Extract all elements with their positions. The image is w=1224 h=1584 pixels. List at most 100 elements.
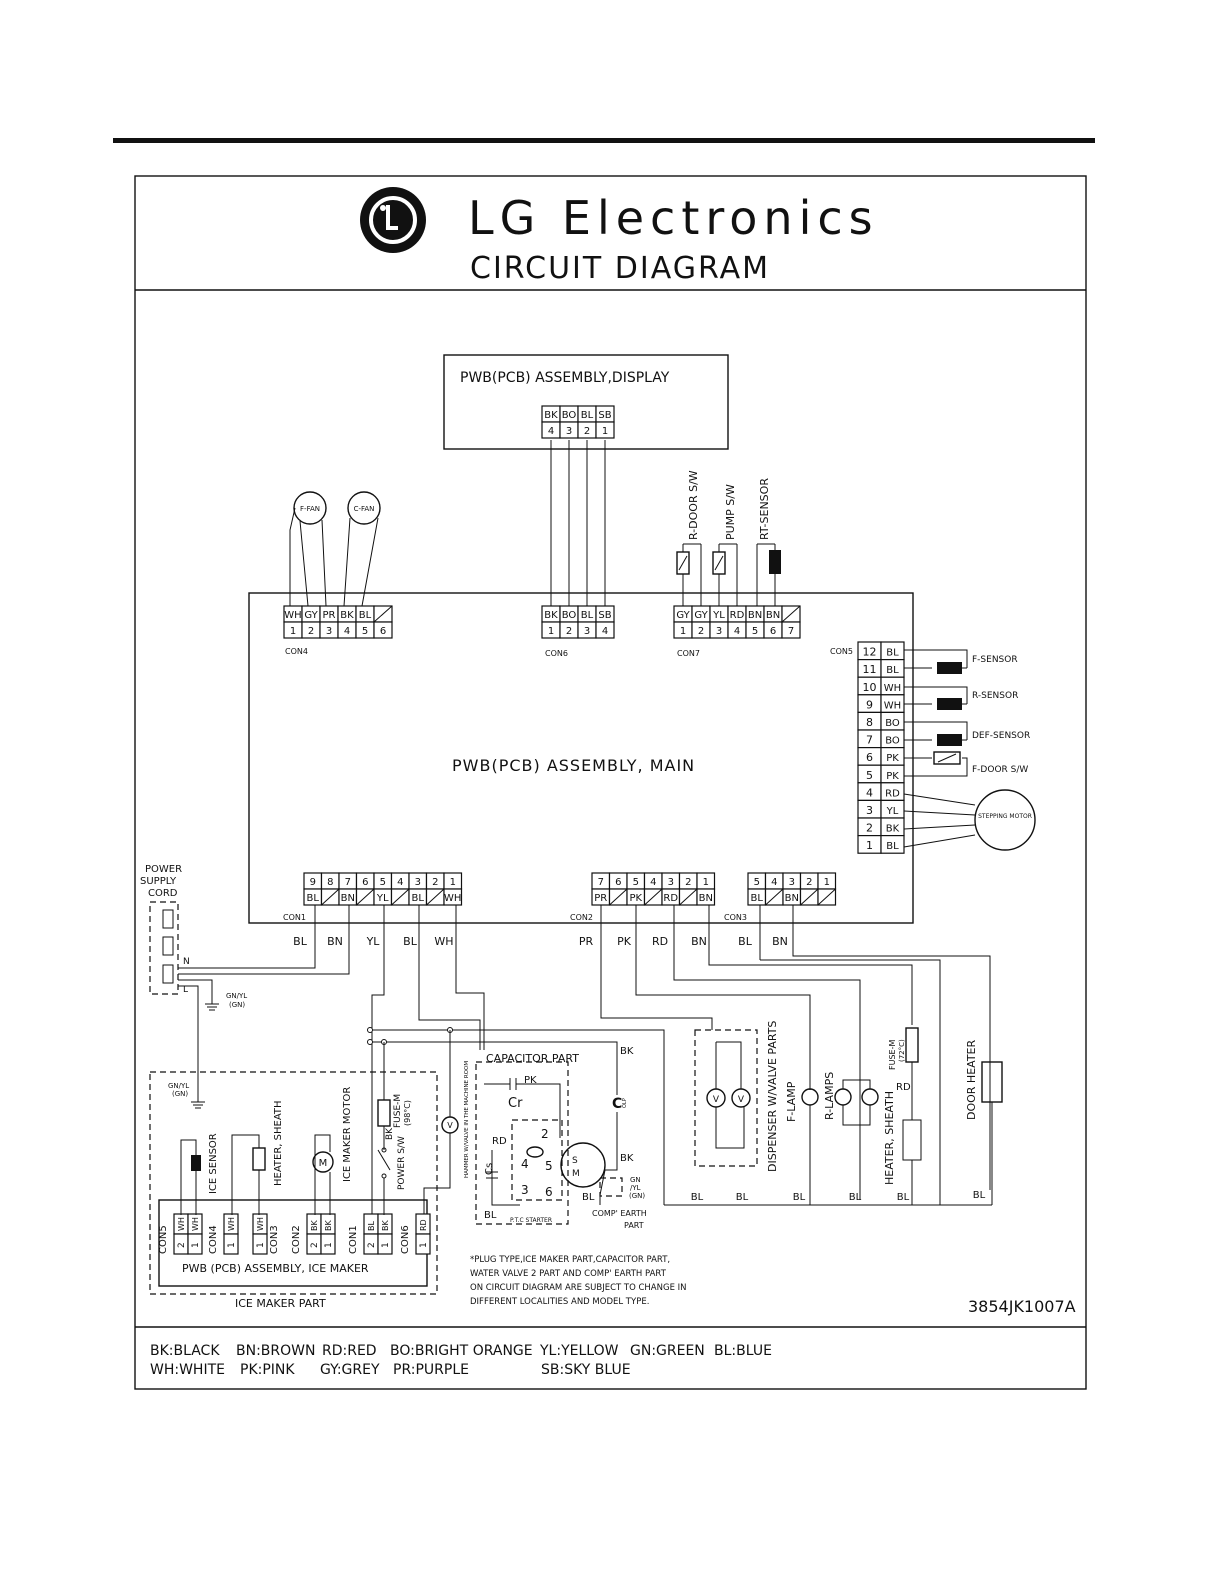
- con3-label: CON3: [724, 913, 747, 922]
- compressor-motor-icon: [560, 1142, 606, 1188]
- con6-label: CON6: [545, 649, 568, 658]
- c-fan-wires: [343, 517, 379, 607]
- brand-title: LG Electronics: [468, 191, 879, 245]
- con1-top-7: 2: [432, 877, 438, 888]
- ice-con2-cell-0: BK: [310, 1220, 319, 1231]
- con1-bot-8: WH: [444, 893, 461, 904]
- con2-wire-label-3: BN: [691, 935, 707, 948]
- con5-pin-3: 9: [866, 698, 873, 711]
- ice-con3-label: CON3: [269, 1225, 280, 1254]
- con7-label: CON7: [677, 649, 700, 658]
- con4-top-3: BK: [340, 610, 354, 621]
- con6-bot-3: 4: [602, 626, 608, 637]
- ptc-pin-3: 3: [521, 1183, 529, 1197]
- fuse-icon: [905, 1027, 919, 1063]
- ice-fuse-bk: BK: [385, 1127, 395, 1140]
- ice-maker-motor-icon: [312, 1151, 334, 1173]
- con3-bot-2: BN: [785, 893, 799, 904]
- con3-top-3: 2: [806, 877, 812, 888]
- display-conn-bot-2: 2: [584, 426, 590, 437]
- con5-pin-11: 1: [866, 839, 873, 852]
- legend-row2-3: PR:PURPLE: [393, 1362, 469, 1378]
- con5-color-6: PK: [886, 753, 899, 764]
- display-pcb-title: PWB(PCB) ASSEMBLY,DISPLAY: [460, 370, 670, 386]
- con4-top-4: BL: [359, 610, 372, 621]
- con3-wire-label-1: BN: [772, 935, 788, 948]
- power-cord-label-1: POWER: [145, 864, 182, 875]
- r-lamp-2-icon: [861, 1088, 879, 1106]
- ice-con5-cell-0: WH: [177, 1217, 186, 1231]
- con5-color-4: BO: [885, 718, 900, 729]
- con1-bot-6: BL: [412, 893, 425, 904]
- ice-maker-ground-label-2: (GN): [172, 1090, 188, 1098]
- con2-wire-label-0: PR: [579, 935, 594, 948]
- capacitor-part-title: CAPACITOR PART: [486, 1052, 579, 1065]
- display-conn-bot-0: 4: [548, 426, 554, 437]
- con3-top-2: 3: [789, 877, 795, 888]
- def-sensor-icon: [937, 734, 962, 746]
- ice-con1-cell-0: BL: [367, 1221, 376, 1231]
- legend-row1-6: BL:BLUE: [714, 1343, 772, 1359]
- con4-top-1: GY: [304, 610, 318, 621]
- ice-con2-label: CON2: [291, 1225, 302, 1254]
- legend-row2-0: WH:WHITE: [150, 1362, 225, 1378]
- r-door-switch-label: R-DOOR S/W: [687, 470, 700, 540]
- con2-wire-label-1: PK: [617, 935, 632, 948]
- con7-top-1: GY: [694, 610, 708, 621]
- con5-pin-1: 11: [863, 663, 877, 676]
- con5-pin-8: 4: [866, 786, 873, 799]
- ice-con5-label: CON5: [158, 1225, 169, 1254]
- con7-top-0: GY: [676, 610, 690, 621]
- r-sensor-icon: [937, 698, 962, 710]
- con7-bot-5: 6: [770, 626, 776, 637]
- bl-label-3: BL: [849, 1192, 862, 1203]
- f-fan-symbol: [293, 491, 327, 525]
- con5-pin-9: 3: [866, 804, 873, 817]
- con1-bot-2: BN: [341, 893, 355, 904]
- con6-bot-0: 1: [548, 626, 554, 637]
- comp-earth-box: [599, 1177, 623, 1197]
- con7-bot-3: 4: [734, 626, 740, 637]
- power-switch-label: POWER S/W: [397, 1136, 407, 1190]
- f-door-switch-icon: [933, 751, 961, 765]
- ice-fuse-temp: (98°C): [403, 1100, 412, 1126]
- con3-bot-0: BL: [751, 893, 764, 904]
- ice-con4-pin-0: 1: [227, 1242, 237, 1248]
- con7-bot-2: 3: [716, 626, 722, 637]
- bl-label-1: BL: [736, 1192, 749, 1203]
- con6-bot-1: 2: [566, 626, 572, 637]
- comp-earth-gn-2: /YL: [630, 1184, 641, 1192]
- ice-maker-part-label: ICE MAKER PART: [235, 1297, 326, 1310]
- ice-con5-pin-1: 1: [191, 1242, 201, 1248]
- ground-label-2: (GN): [229, 1001, 245, 1009]
- con7-top-3: RD: [730, 610, 745, 621]
- ice-sensor-icon: [191, 1155, 201, 1171]
- neutral-label: N: [183, 957, 190, 967]
- door-heater-label: DOOR HEATER: [965, 1040, 978, 1120]
- fuse-rd-label: RD: [896, 1082, 911, 1093]
- con1-wire-label-0: BL: [293, 935, 308, 948]
- display-conn-bot-1: 3: [566, 426, 572, 437]
- con3-top-4: 1: [824, 877, 830, 888]
- con4-bot-3: 4: [344, 626, 350, 637]
- c-fan-symbol: [347, 491, 381, 525]
- part-number: 3854JK1007A: [968, 1297, 1076, 1316]
- f-lamp-label: F-LAMP: [785, 1081, 798, 1122]
- bl-label-2: BL: [793, 1192, 806, 1203]
- con4-bot-0: 1: [290, 626, 296, 637]
- con5-color-7: PK: [886, 771, 899, 782]
- legend-row1-2: RD:RED: [322, 1343, 377, 1359]
- bk-top-label: BK: [620, 1046, 634, 1057]
- con1-label: CON1: [283, 913, 306, 922]
- capacitor-part-box: [475, 1061, 569, 1225]
- con1-top-4: 5: [380, 877, 386, 888]
- con3-wire-label-0: BL: [738, 935, 753, 948]
- f-sensor-icon: [937, 662, 962, 674]
- r-lamps-label: R-LAMPS: [823, 1072, 836, 1120]
- ptc-pin-4: 4: [521, 1157, 529, 1171]
- con7-top-2: YL: [712, 610, 725, 621]
- con2-top-3: 4: [650, 877, 656, 888]
